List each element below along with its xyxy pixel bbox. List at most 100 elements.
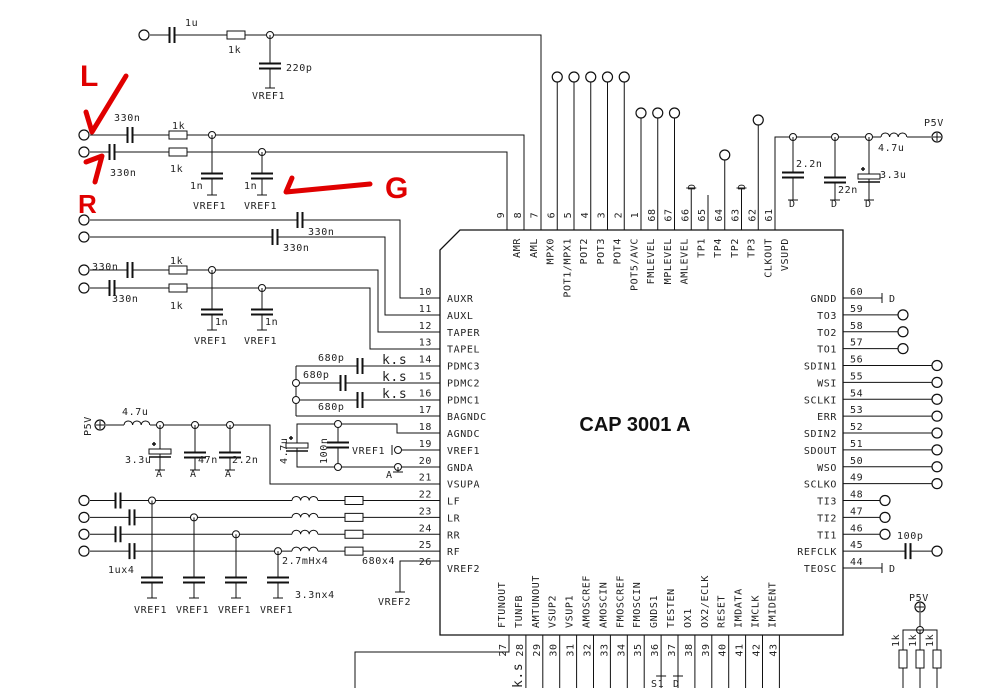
label-c-330n: 330n [110, 168, 136, 179]
pin-number: 53 [850, 405, 863, 416]
label-c-1n: 1n [190, 181, 203, 192]
capacitor-icon [904, 543, 912, 560]
pin-name: WSI [817, 378, 837, 389]
pin-number: 1 [630, 212, 641, 219]
resistor-icon [898, 649, 908, 669]
pin-number: 39 [701, 643, 712, 656]
pin-name: SDOUT [804, 446, 837, 457]
ic-title: CAP 3001 A [579, 414, 690, 436]
pin-number: 64 [714, 208, 725, 221]
wire [90, 134, 525, 230]
capacitor-icon [201, 172, 223, 180]
label-ks: k.s [382, 387, 407, 402]
pin-number: 52 [850, 422, 863, 433]
wire [90, 287, 440, 350]
label-r-1k: 1k [170, 164, 183, 175]
pin-number: 30 [549, 643, 560, 656]
label-c-1n: 1n [265, 317, 278, 328]
pin-name: GNDD [811, 294, 837, 305]
resistor-icon [344, 529, 364, 539]
label-r-680x4: 680x4 [362, 556, 395, 567]
red-annotations [83, 73, 373, 195]
pin-number: 65 [697, 208, 708, 221]
capacitor-icon [114, 492, 122, 509]
wire [90, 269, 440, 333]
terminal-icon [931, 444, 943, 456]
pin-number: 42 [752, 643, 763, 656]
terminal-icon [931, 545, 943, 557]
pin-number: 59 [850, 304, 863, 315]
inductor-gap [292, 494, 318, 502]
pin-name: AMTUNOUT [531, 575, 542, 628]
pin-number: 14 [419, 355, 432, 366]
pin-name: FMOSCREF [615, 575, 626, 628]
pin-name: MPLEVEL [663, 238, 674, 284]
pin-name: TESTEN [666, 588, 677, 628]
pin-number: 34 [616, 643, 627, 656]
pin-name: SCLKO [804, 480, 837, 491]
capacitor-gap [258, 63, 282, 69]
pin-name: REFCLK [797, 547, 837, 558]
terminal-icon [601, 71, 614, 83]
resistor-icon [168, 130, 188, 140]
capacitor-icon [267, 576, 289, 584]
label-c-680p: 680p [318, 402, 344, 413]
capacitor-icon [356, 358, 364, 374]
pin-name: IMCLK [751, 595, 762, 628]
capacitor-icon [141, 576, 163, 584]
squiggle-annotation [83, 153, 105, 185]
capacitor-gap [905, 542, 911, 561]
pin-name: TO1 [817, 345, 837, 356]
label-c-680p: 680p [318, 353, 344, 364]
label-l-4.7u: 4.7u [122, 407, 148, 418]
pin-number: 19 [419, 439, 432, 450]
label-c-1n: 1n [215, 317, 228, 328]
pin-name: TI3 [817, 497, 837, 508]
pin-number: 15 [419, 371, 432, 382]
pin-number: 41 [735, 643, 746, 656]
pin-name: RESET [717, 595, 728, 628]
terminal-icon [78, 511, 90, 523]
capacitor-gap [127, 126, 133, 144]
label-vref2: VREF2 [378, 597, 411, 608]
capacitor-plate [858, 167, 880, 183]
pin-name: TAPER [447, 328, 480, 339]
pin-number: 55 [850, 371, 863, 382]
terminal-icon [652, 107, 664, 119]
pin-number: 23 [419, 506, 432, 517]
label-ground-a: A [190, 469, 197, 480]
resistor-icon [168, 147, 188, 157]
pin-number: 24 [419, 523, 432, 534]
label-ground-d: D [889, 294, 896, 305]
junction-node [394, 446, 402, 454]
electrolytic-capacitor-icon [285, 442, 309, 449]
pin-name: TEOSC [804, 564, 837, 575]
pin-number: 17 [419, 405, 432, 416]
pin-number: 13 [419, 338, 432, 349]
label-ground-d: D [673, 679, 680, 688]
resistor-icon [168, 283, 188, 293]
label-c-330n: 330n [308, 227, 334, 238]
pin-name: POT1/MPX1 [562, 238, 573, 298]
label-l-2.7mhx4: 2.7mHx4 [282, 556, 328, 567]
pin-name: VREF2 [447, 564, 480, 575]
label-c-330n: 330n [114, 113, 140, 124]
inductor-gap [881, 131, 907, 138]
pin-name: GNDA [447, 463, 473, 474]
inductor-gap [292, 528, 318, 536]
label-c-1u: 1u [185, 18, 198, 29]
pin-number: 61 [764, 208, 775, 221]
capacitor-gap [781, 172, 805, 178]
pin-number: 56 [850, 355, 863, 366]
capacitor-icon [356, 392, 364, 408]
terminal-icon [78, 528, 90, 540]
capacitor-icon [183, 576, 205, 584]
pin-number: 54 [850, 388, 863, 399]
terminal-icon [931, 461, 943, 473]
plus-icon [96, 421, 104, 429]
label-r-1k: 1k [228, 45, 241, 56]
annotation-l: L [80, 60, 98, 93]
pin-name: FTUNOUT [497, 582, 508, 628]
pin-number: 67 [664, 208, 675, 221]
pin-number: 18 [419, 422, 432, 433]
